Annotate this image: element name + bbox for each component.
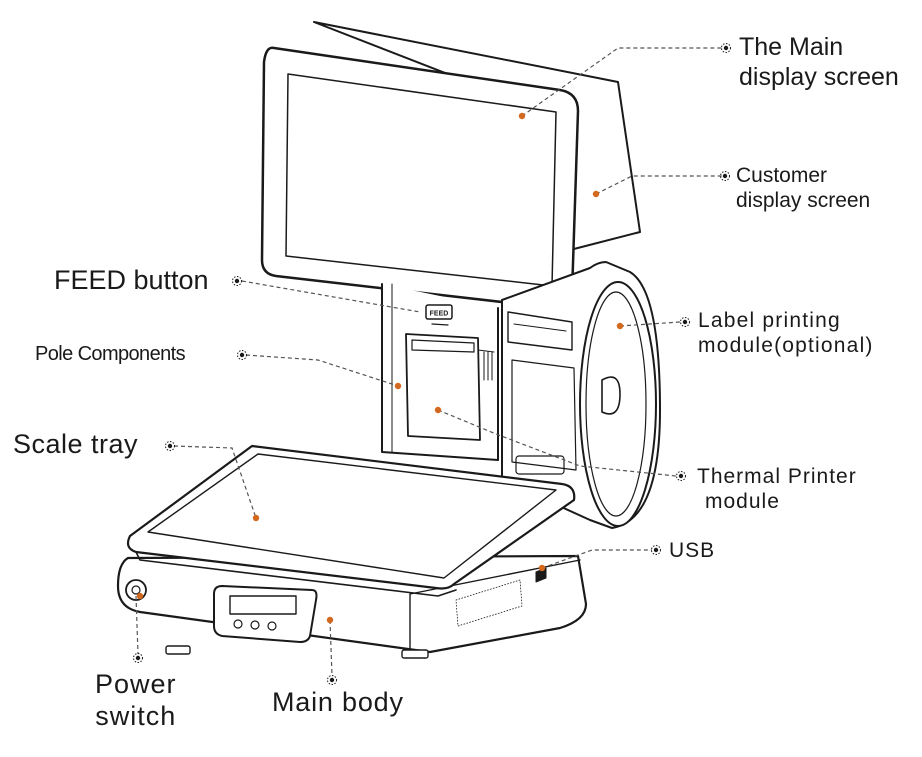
marker-thermal-printer xyxy=(434,406,442,414)
target-icon-power-switch xyxy=(133,653,143,663)
speaker-grille xyxy=(483,351,493,381)
feed-button: FEED xyxy=(425,304,453,326)
label-thermal-printer: Thermal Printer module xyxy=(697,464,857,514)
label-main-display-line2: display screen xyxy=(739,63,899,91)
target-icons xyxy=(133,43,731,685)
target-icon-usb xyxy=(651,545,661,555)
label-label-printing-line1: Label printing xyxy=(698,309,841,332)
marker-pole xyxy=(394,382,402,390)
label-main-display-line1: The Main xyxy=(739,33,844,61)
target-icon-label-printing xyxy=(680,317,690,327)
marker-scale-tray xyxy=(252,514,260,522)
label-usb: USB xyxy=(669,539,716,562)
marker-main-display xyxy=(518,112,526,120)
pole-components xyxy=(381,283,499,461)
label-feed-button: FEED button xyxy=(54,265,209,295)
label-power-switch-line2: switch xyxy=(95,701,177,732)
leader-power-switch xyxy=(135,595,139,655)
target-icon-pole-components xyxy=(237,350,247,360)
target-icon-main-display xyxy=(721,43,731,53)
target-icon-main-body xyxy=(327,675,337,685)
target-icon-feed-button xyxy=(232,276,242,286)
label-customer-display-line1: Customer xyxy=(736,164,828,187)
target-icon-customer-display xyxy=(720,171,730,181)
target-icon-thermal-printer xyxy=(676,471,686,481)
leader-pole-components xyxy=(245,354,399,387)
marker-main-body xyxy=(326,616,334,624)
label-thermal-printer-line2: module xyxy=(705,490,780,514)
marker-label-printing xyxy=(616,322,624,330)
operator-display-panel xyxy=(213,585,318,643)
label-power-switch-line1: Power xyxy=(95,669,177,699)
label-label-printing-line2: module(optional) xyxy=(698,334,874,358)
target-icon-scale-tray xyxy=(165,441,175,451)
label-customer-display-line2: display screen xyxy=(736,189,871,213)
main-body xyxy=(116,554,588,659)
marker-power-switch xyxy=(136,592,144,600)
feed-key-text: FEED xyxy=(430,311,449,318)
leader-label-printing xyxy=(619,321,681,327)
label-pole-components: Pole Components xyxy=(35,343,186,365)
leader-customer-display xyxy=(595,175,722,195)
label-main-display: The Main display screen xyxy=(739,32,899,92)
label-main-body: Main body xyxy=(272,687,404,717)
leader-usb xyxy=(541,549,652,569)
marker-usb xyxy=(538,564,546,572)
label-scale-tray: Scale tray xyxy=(13,429,139,459)
label-power-switch: Power switch xyxy=(95,668,177,733)
scale-tray xyxy=(126,444,576,597)
leader-scale-tray xyxy=(173,445,257,519)
markers xyxy=(136,112,624,624)
leader-main-body xyxy=(329,619,333,677)
leader-lines xyxy=(135,47,724,677)
label-customer-display: Customer display screen xyxy=(736,163,870,213)
label-thermal-printer-line1: Thermal Printer xyxy=(697,465,857,488)
leader-feed-button xyxy=(241,280,421,313)
label-label-printing: Label printing module(optional) xyxy=(698,308,874,358)
main-display-screen xyxy=(260,46,580,310)
marker-customer-display xyxy=(592,190,600,198)
leader-thermal-printer xyxy=(437,409,677,477)
